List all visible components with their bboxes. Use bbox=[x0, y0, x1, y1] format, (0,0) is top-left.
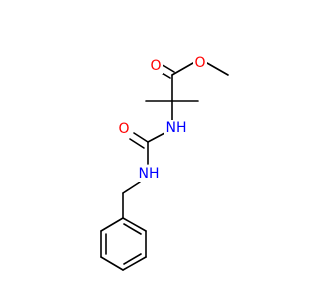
atom-ester-carbonyl-o: O bbox=[149, 58, 163, 74]
atom-label-nh: NH bbox=[166, 120, 187, 136]
atom-amide-nh-upper: NH bbox=[164, 120, 188, 136]
atom-label-nh: NH bbox=[139, 166, 160, 182]
bond-o-methyl bbox=[206, 62, 229, 76]
bond-n-urea-c bbox=[147, 132, 166, 143]
atom-label-o: O bbox=[118, 121, 129, 137]
atom-labels: O O NH O NH bbox=[117, 55, 207, 182]
bond-n-ch2 bbox=[122, 181, 141, 194]
atom-ester-ether-o: O bbox=[193, 55, 207, 71]
structure-drawing: O O NH O NH bbox=[100, 55, 229, 271]
atom-label-o: O bbox=[150, 58, 161, 74]
atom-urea-carbonyl-o: O bbox=[117, 121, 131, 137]
atom-label-o: O bbox=[194, 55, 205, 71]
ring-bond-6 bbox=[100, 217, 124, 232]
ring-inner-double-2 bbox=[123, 253, 142, 265]
bond-urea-carbonyl-1 bbox=[133, 132, 149, 143]
bond-urea-carbonyl-2 bbox=[129, 138, 145, 149]
ring-inner-double-1 bbox=[123, 223, 142, 235]
bond-ester-c-o bbox=[171, 62, 194, 76]
ring-bond-1 bbox=[122, 217, 147, 232]
bonds bbox=[100, 62, 229, 271]
molecule-canvas: O O NH O NH bbox=[100, 55, 229, 271]
ring-bond-4 bbox=[100, 256, 124, 271]
atom-amide-nh-lower: NH bbox=[137, 166, 161, 182]
ring-bond-3 bbox=[122, 256, 147, 271]
